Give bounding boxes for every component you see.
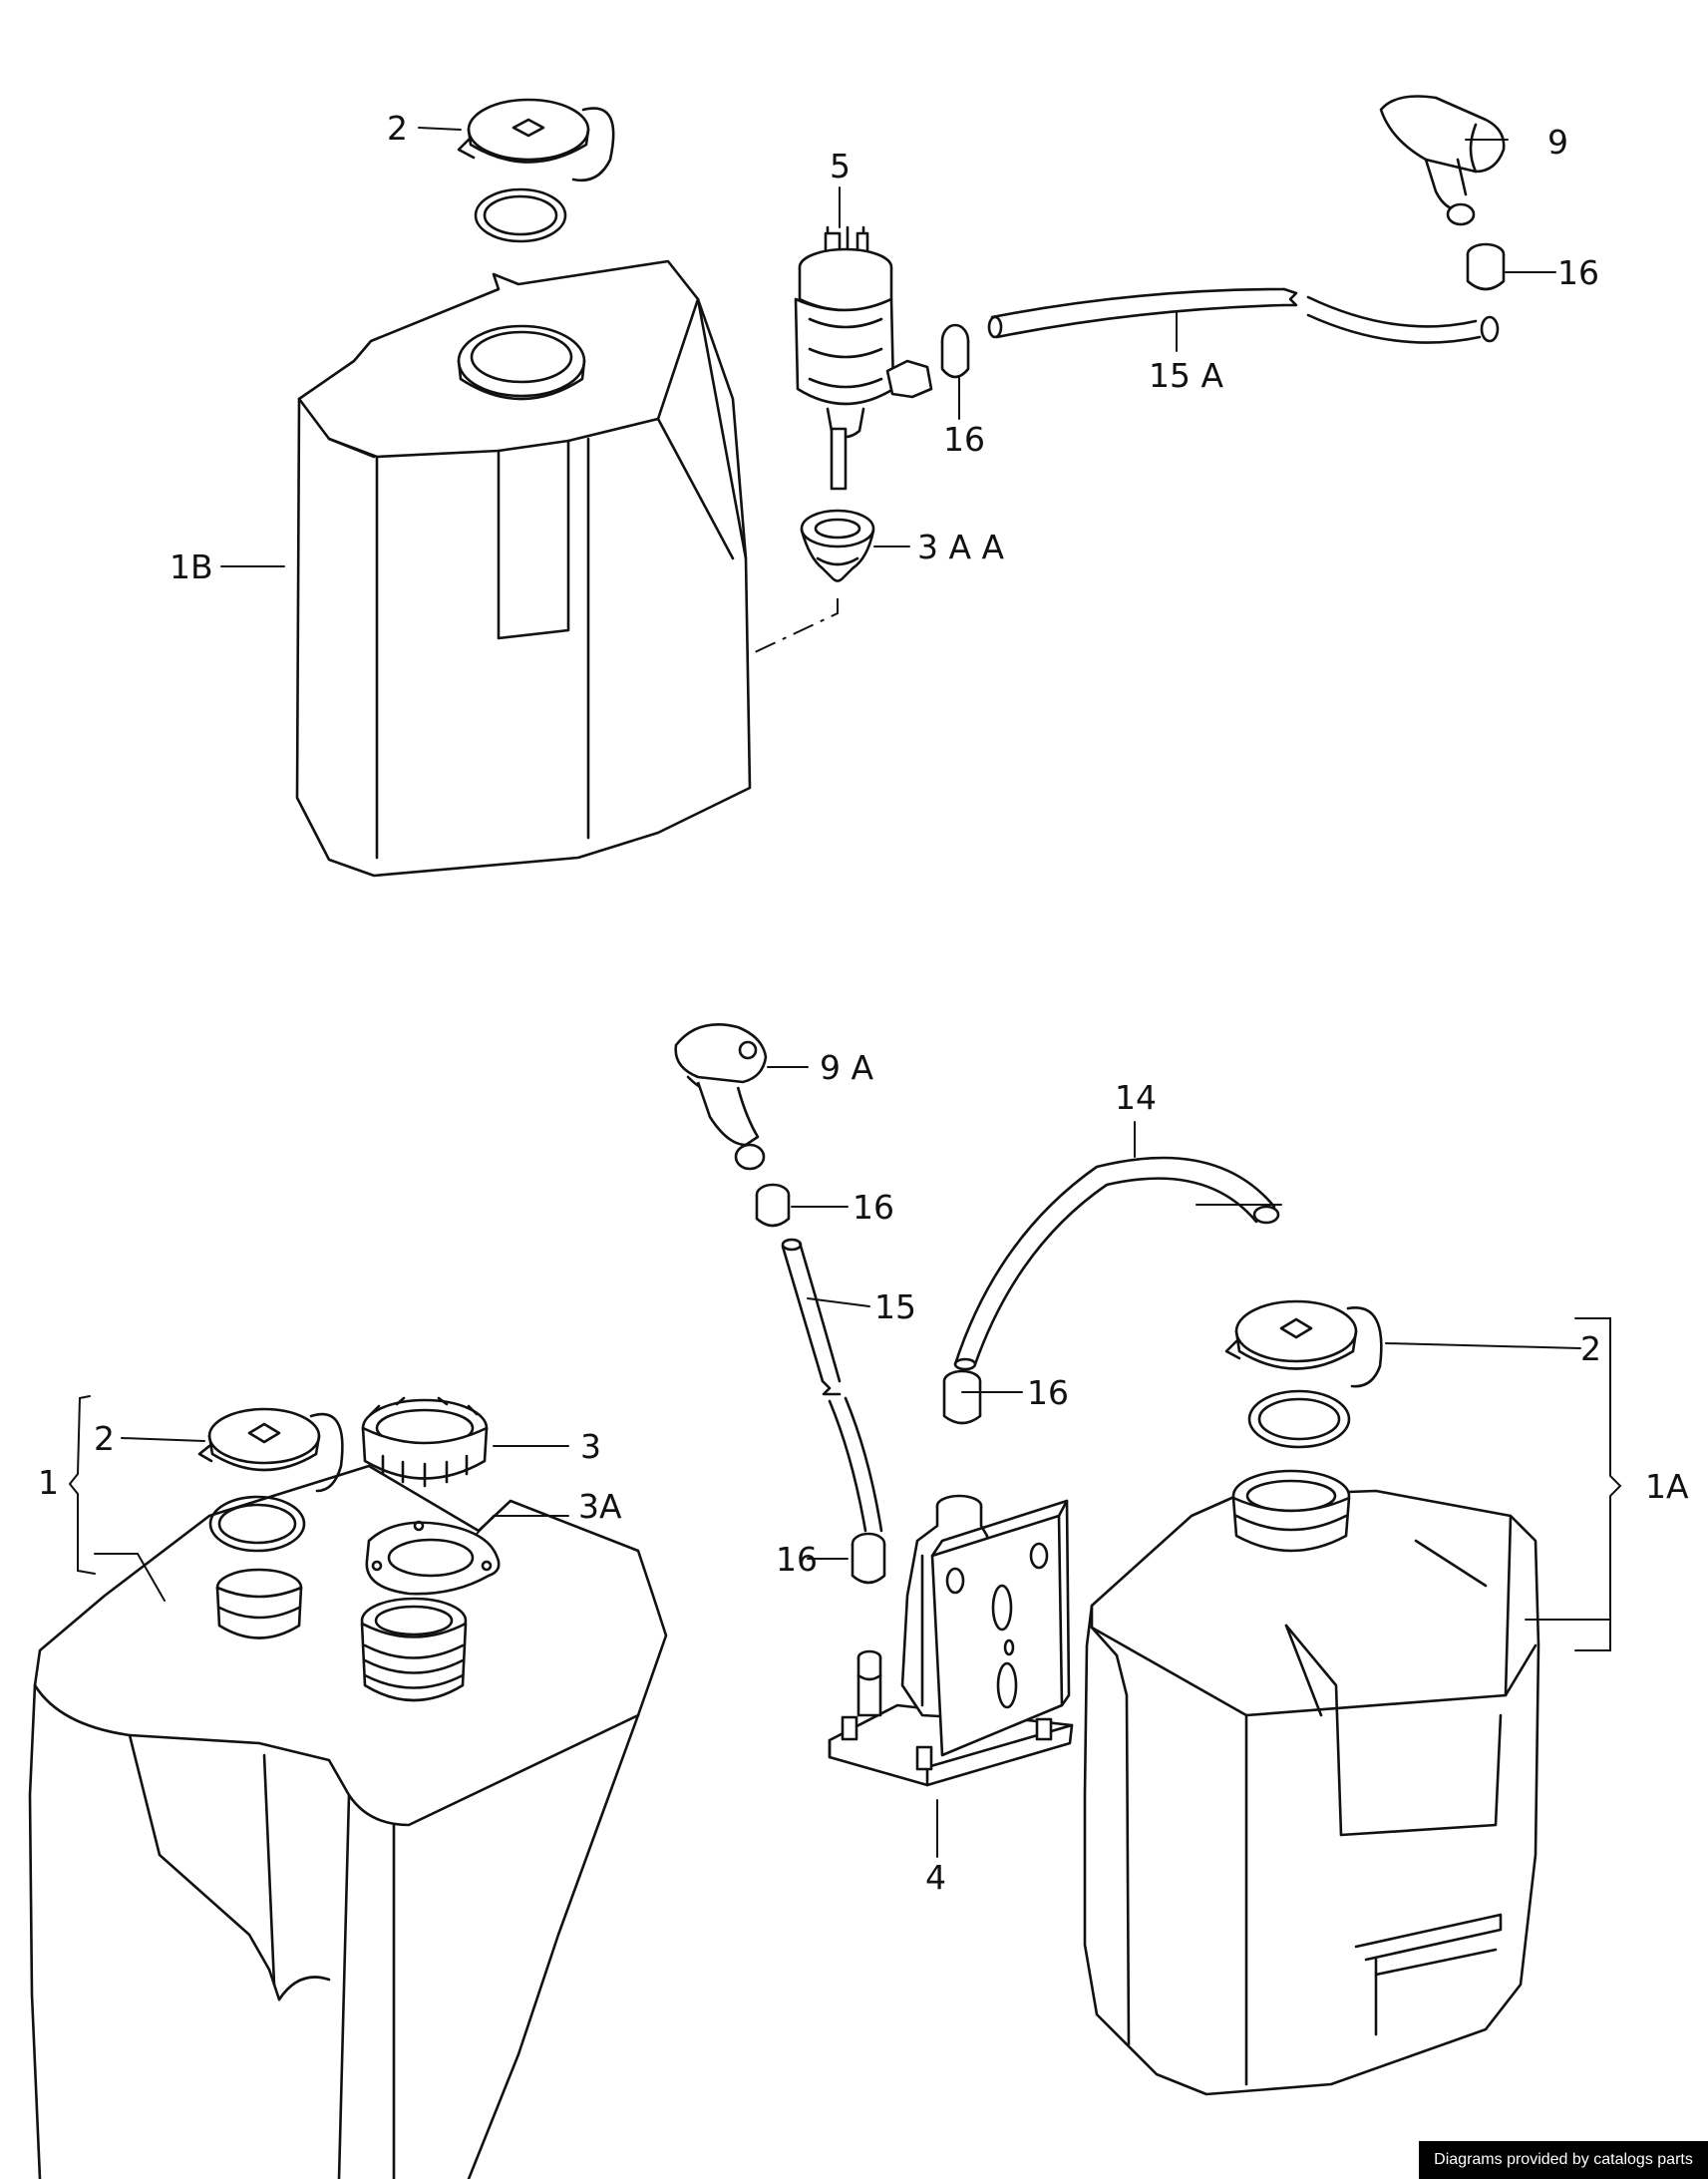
callout-9: 9 (1547, 123, 1568, 162)
callout-16-top-right: 16 (1557, 253, 1599, 292)
grommet-3aa (800, 509, 875, 582)
callout-15: 15 (874, 1287, 916, 1326)
gasket-3a (365, 1520, 501, 1596)
hose-connector-e (942, 1369, 982, 1425)
callout-16-below-9a: 16 (853, 1188, 894, 1227)
hose-14 (953, 1156, 1280, 1371)
washer-pump-4 (828, 1494, 1074, 1787)
callout-2-top: 2 (387, 109, 408, 148)
callout-4: 4 (925, 1858, 946, 1897)
hose-connector-a (940, 323, 970, 379)
hose-connector-d (851, 1532, 886, 1585)
callout-3: 3 (580, 1427, 601, 1466)
ring-nut-3 (361, 1396, 489, 1488)
callout-3aa: 3 A A (917, 528, 1005, 566)
callout-2-left: 2 (94, 1419, 115, 1458)
hose-connector-c (755, 1183, 791, 1228)
callout-14: 14 (1115, 1078, 1157, 1117)
callout-1b: 1B (170, 547, 213, 586)
credit-banner: Diagrams provided by catalogs parts (1419, 2141, 1708, 2179)
callout-15a: 15 A (1149, 356, 1224, 395)
leader-lines (68, 127, 1622, 1858)
callout-2-right: 2 (1580, 1329, 1601, 1368)
spray-nozzle-9a (674, 1023, 768, 1171)
callout-3a: 3A (578, 1487, 622, 1526)
callout-9a: 9 A (820, 1048, 874, 1087)
filler-cap-right (1224, 1299, 1383, 1449)
callout-16-hose-14: 16 (1027, 1373, 1069, 1412)
washer-pump-5 (794, 225, 933, 491)
reservoir-1a (1083, 1469, 1540, 2096)
callout-1: 1 (38, 1463, 59, 1502)
filler-cap-left (197, 1407, 344, 1553)
callout-5: 5 (830, 147, 851, 185)
hose-connector-b (1466, 242, 1506, 291)
callout-1a: 1A (1645, 1467, 1689, 1506)
hose-15a (987, 287, 1500, 344)
mounting-line-3aa (752, 598, 839, 654)
reservoir-1b (295, 259, 752, 878)
filler-cap-top (457, 98, 615, 243)
reservoir-1 (28, 1464, 668, 2179)
hose-15 (781, 1238, 883, 1533)
callout-16-bottom: 16 (776, 1540, 818, 1579)
spray-nozzle-9 (1379, 95, 1506, 226)
callout-16-pump: 16 (943, 420, 985, 459)
